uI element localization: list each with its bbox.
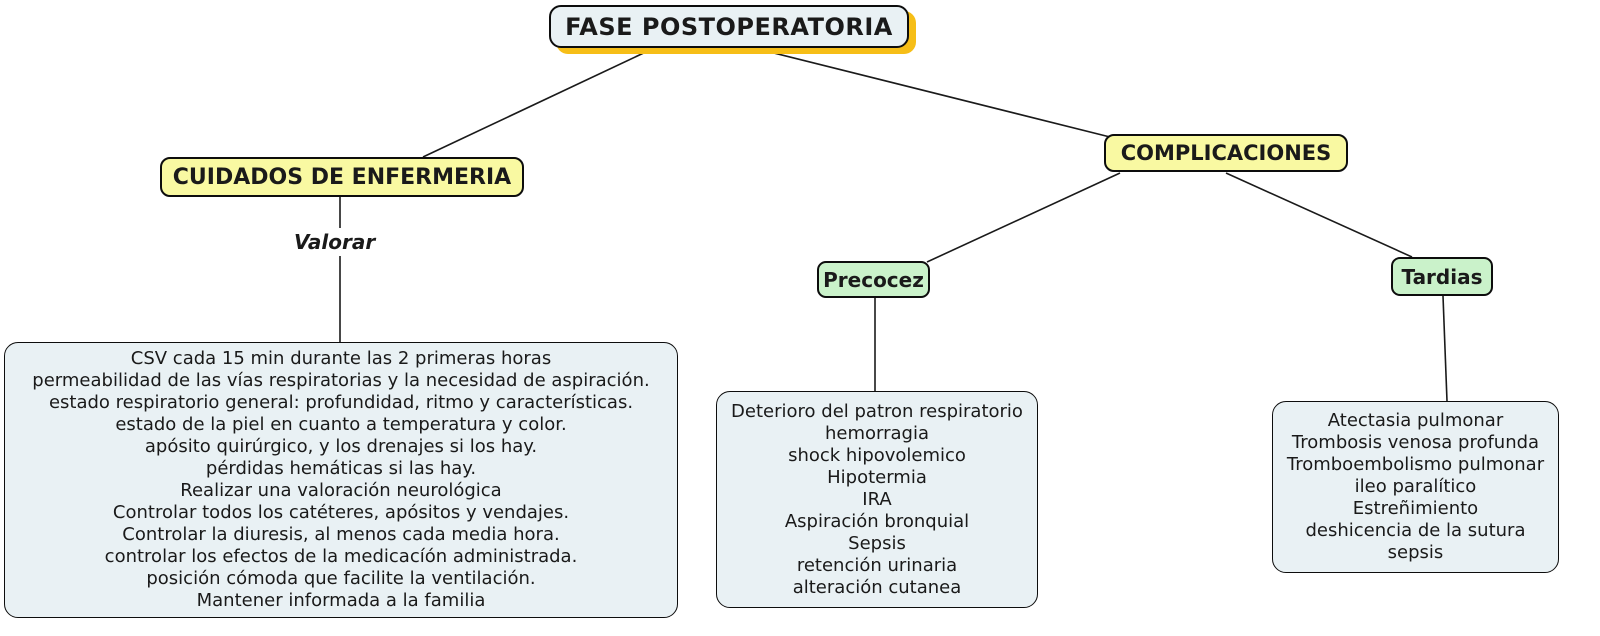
list-line: Estreñimiento	[1352, 498, 1479, 519]
node-cuidados-label: CUIDADOS DE ENFERMERIA	[172, 164, 512, 190]
node-precocez[interactable]: Precocez	[817, 261, 930, 298]
list-line: Mantener informada a la familia	[196, 590, 486, 611]
list-line: Atectasia pulmonar	[1327, 410, 1504, 431]
list-line: IRA	[862, 488, 892, 510]
connector-complicaciones-precocez	[926, 172, 1121, 263]
node-tardias-label: Tardias	[1401, 264, 1483, 289]
list-line: ileo paralítico	[1354, 476, 1477, 497]
node-complicaciones-label: COMPLICACIONES	[1120, 141, 1332, 165]
list-line: hemorragia	[824, 422, 929, 444]
box-tardias-list[interactable]: Atectasia pulmonar Trombosis venosa prof…	[1272, 401, 1559, 573]
list-line: pérdidas hemáticas si las hay.	[205, 458, 477, 479]
list-line: shock hipovolemico	[788, 444, 966, 466]
list-line: alteración cutanea	[792, 576, 962, 598]
list-line: apósito quirúrgico, y los drenajes si lo…	[144, 436, 538, 457]
list-line: estado de la piel en cuanto a temperatur…	[115, 414, 567, 435]
node-fase-postoperatoria-label: FASE POSTOPERATORIA	[565, 12, 893, 41]
list-line: Realizar una valoración neurológica	[180, 480, 502, 501]
box-valorar-list[interactable]: CSV cada 15 min durante las 2 primeras h…	[4, 342, 678, 618]
node-fase-postoperatoria[interactable]: FASE POSTOPERATORIA	[549, 5, 909, 48]
list-line: Controlar todos los catéteres, apósitos …	[112, 502, 570, 523]
list-line: controlar los efectos de la medicacíón a…	[104, 546, 578, 567]
link-label-valorar[interactable]: Valorar	[288, 228, 382, 256]
list-line: Controlar la diuresis, al menos cada med…	[122, 524, 560, 545]
list-line: Hipotermia	[827, 466, 927, 488]
list-line: deshicencia de la sutura	[1305, 520, 1526, 541]
list-line: sepsis	[1387, 542, 1444, 563]
connector-title-complicaciones	[761, 49, 1123, 141]
connector-complicaciones-tardias	[1225, 172, 1413, 258]
list-line: posición cómoda que facilite la ventilac…	[146, 568, 536, 589]
list-line: estado respiratorio general: profundidad…	[48, 392, 634, 413]
list-line: Trombosis venosa profunda	[1291, 432, 1540, 453]
connector-tardias-list	[1442, 295, 1448, 402]
node-cuidados-de-enfermeria[interactable]: CUIDADOS DE ENFERMERIA	[160, 157, 524, 197]
node-precocez-label: Precocez	[823, 267, 924, 292]
list-line: Tromboembolismo pulmonar	[1286, 454, 1545, 475]
list-line: Aspiración bronquial	[784, 510, 970, 532]
node-complicaciones[interactable]: COMPLICACIONES	[1104, 134, 1348, 172]
list-line: retención urinaria	[796, 554, 958, 576]
list-line: Sepsis	[848, 532, 906, 554]
node-tardias[interactable]: Tardias	[1391, 257, 1493, 296]
list-line: CSV cada 15 min durante las 2 primeras h…	[130, 348, 552, 369]
list-line: permeabilidad de las vías respiratorias …	[32, 370, 650, 391]
connector-title-cuidados	[422, 49, 651, 158]
list-line: Deterioro del patron respiratorio	[731, 400, 1023, 422]
box-precocez-list[interactable]: Deterioro del patron respiratorio hemorr…	[716, 391, 1038, 608]
